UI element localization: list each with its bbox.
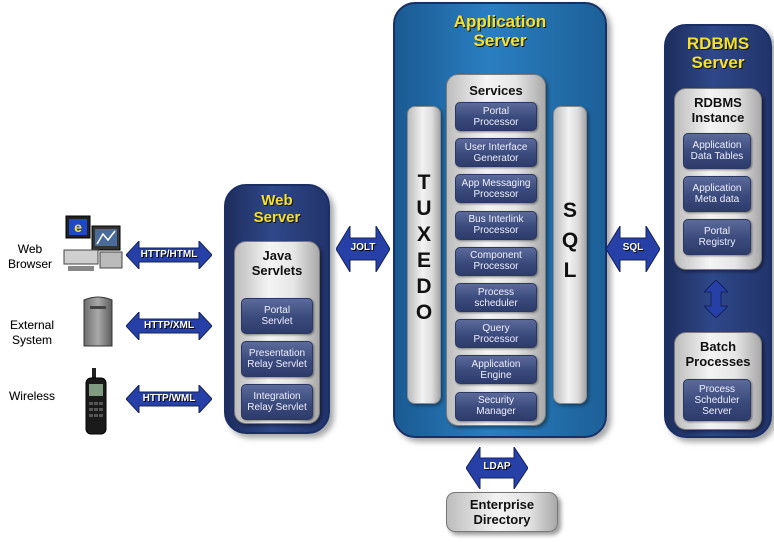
enterprise-directory-label: Enterprise Directory [469,497,535,527]
application-meta-data-box: Application Meta data [683,176,751,212]
external-system-label: External System [9,318,55,347]
batch-processes-title: Batch Processes [685,339,751,369]
sql-letter: Q [561,229,579,252]
sql-letter: L [563,259,577,282]
wireless-label: Wireless [8,389,55,403]
service-box-8: Security Manager [455,391,537,421]
service-box-5: Process scheduler [455,283,537,312]
svg-text:e: e [74,219,82,235]
rdbms-instance-title: RDBMS Instance [691,95,745,125]
rdbms-vertical-arrow [702,279,730,319]
enterprise-directory-box: Enterprise Directory [446,492,558,532]
web-browser-computer-icon: e [62,214,124,274]
portal-registry-box: Portal Registry [683,219,751,255]
web-browser-label: Web Browser [7,242,52,271]
jolt-label: JOLT [350,242,376,253]
process-scheduler-server-box: Process Scheduler Server [683,379,751,421]
sql-arrow: SQL [605,224,661,274]
java-servlets-title: Java Servlets [251,248,303,278]
web-server-title: Web Server [253,192,301,226]
presentation-relay-servlet-box: Presentation Relay Servlet [241,341,313,377]
external-system-icon [80,294,116,350]
ldap-arrow: LDAP [465,445,529,491]
service-box-2: App Messaging Processor [455,174,537,204]
rdbms-server-title: RDBMS Server [686,34,750,72]
http-xml-label: HTTP/XML [144,320,194,331]
application-server-title: Application Server [453,12,547,50]
service-box-4: Component Processor [455,246,537,276]
http-wml-label: HTTP/WML [142,393,196,404]
service-box-1: User Interface Generator [455,138,537,168]
tuxedo-letter: O [415,301,433,324]
integration-relay-servlet-box: Integration Relay Servlet [241,384,313,420]
sql-label: SQL [622,242,644,253]
service-box-7: Application Engine [455,355,537,385]
batch-processes-panel: Batch Processes Process Scheduler Server [674,332,762,430]
rdbms-server-box: RDBMS Server RDBMS Instance Application … [664,24,772,438]
tuxedo-letter: T [417,171,431,194]
http-xml-arrow: HTTP/XML [125,310,213,342]
service-box-3: Bus Interlink Processor [455,210,537,240]
sql-letter: S [562,199,577,222]
http-html-label: HTTP/HTML [140,249,198,260]
tuxedo-letter: X [416,223,431,246]
http-html-arrow: HTTP/HTML [125,239,213,271]
tuxedo-letter: E [416,249,431,272]
ldap-label: LDAP [483,461,511,472]
jolt-arrow: JOLT [335,224,391,274]
tuxedo-letter: D [416,275,432,298]
services-title: Services [469,83,523,98]
mobile-phone-icon [84,368,108,436]
http-wml-arrow: HTTP/WML [125,383,213,415]
service-box-0: Portal Processor [455,102,537,131]
service-box-6: Query Processor [455,319,537,349]
application-data-tables-box: Application Data Tables [683,133,751,169]
tuxedo-letter: U [416,197,432,220]
portal-servlet-box: Portal Servlet [241,298,313,334]
